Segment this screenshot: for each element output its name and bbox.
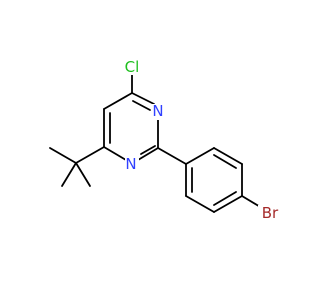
bond-n1-c2 bbox=[137, 147, 159, 161]
bond-n1-c2-inner bbox=[140, 145, 156, 155]
bond-ph-2-3 bbox=[213, 147, 243, 165]
structure-canvas: Cl N N Br bbox=[49, 58, 282, 222]
atom-n3: N bbox=[152, 102, 166, 120]
bond-ph-4-5-inner bbox=[213, 191, 237, 206]
bond-n3-c4 bbox=[131, 92, 155, 105]
atom-n1-label: N bbox=[125, 155, 136, 173]
bond-ph-4-5 bbox=[213, 195, 243, 213]
bond-c4-c5 bbox=[103, 92, 133, 110]
atom-n3-label: N bbox=[152, 102, 163, 120]
atom-br-label: Br bbox=[262, 204, 279, 222]
bond-cq-me3 bbox=[61, 162, 77, 187]
bond-c6-cq bbox=[75, 146, 105, 164]
bond-n3-c4-inner bbox=[132, 100, 151, 111]
bond-ph-1-2 bbox=[185, 147, 215, 165]
bond-ph-5-6 bbox=[185, 195, 215, 213]
bond-c2-cipso bbox=[157, 147, 187, 165]
atom-br: Br bbox=[258, 204, 282, 222]
atom-n1: N bbox=[125, 155, 139, 173]
bond-c6-n1 bbox=[103, 146, 127, 161]
molecule-drawing: Cl N N Br bbox=[49, 58, 282, 222]
atom-cl-label: Cl bbox=[125, 58, 140, 76]
bond-cq-me2 bbox=[75, 162, 91, 187]
bond-cq-me1 bbox=[49, 147, 77, 164]
atom-cl: Cl bbox=[122, 58, 144, 76]
bond-ph-2-3-inner bbox=[213, 154, 237, 169]
